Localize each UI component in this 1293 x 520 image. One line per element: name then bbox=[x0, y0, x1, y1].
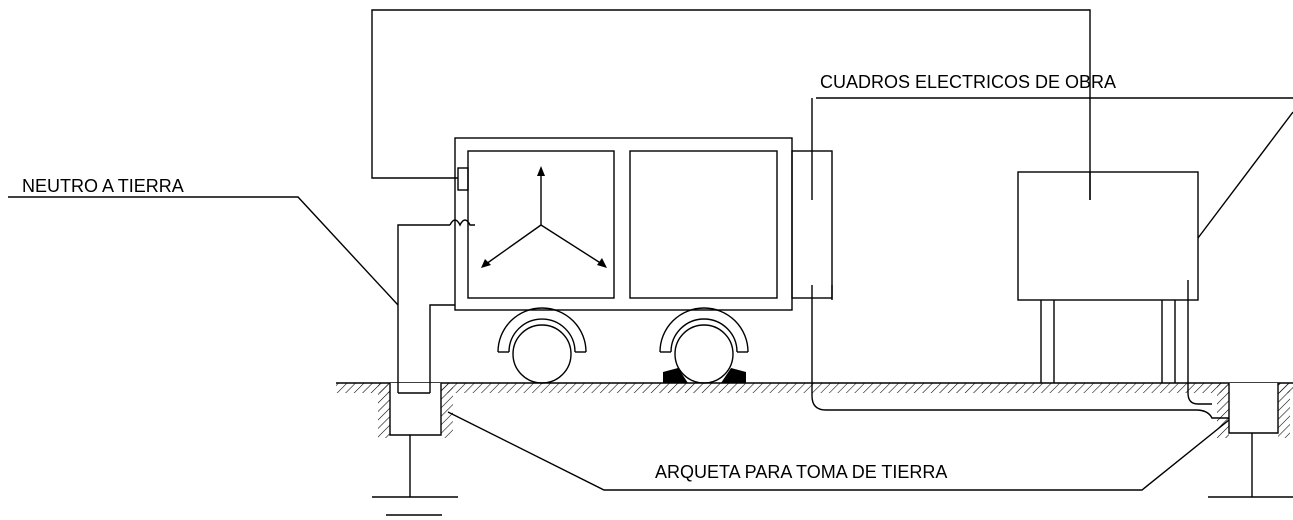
leader-arqueta bbox=[447, 411, 1230, 491]
leader-neutro bbox=[8, 196, 399, 306]
left-earthing-pit bbox=[372, 383, 458, 516]
right-earthing-pit bbox=[1208, 383, 1293, 498]
label-arqueta: ARQUETA PARA TOMA DE TIERRA bbox=[655, 462, 947, 482]
ground-hatching bbox=[336, 383, 1293, 393]
label-cuadros-electricos: CUADROS ELECTRICOS DE OBRA bbox=[820, 72, 1116, 92]
neutral-terminal bbox=[457, 167, 469, 191]
earth-pipe bbox=[397, 219, 475, 394]
left-pit-wall-left bbox=[378, 383, 390, 438]
wheel-chock-front bbox=[663, 368, 688, 383]
label-neutro-a-tierra: NEUTRO A TIERRA bbox=[22, 176, 184, 196]
front-wheel bbox=[497, 307, 587, 384]
underground-earth-cable bbox=[811, 280, 1229, 419]
generator-engine-panel bbox=[629, 150, 778, 299]
right-pit-opening bbox=[1229, 383, 1278, 393]
ground bbox=[336, 382, 1293, 393]
right-pit-wall-right bbox=[1278, 383, 1290, 438]
rear-wheel bbox=[659, 307, 749, 384]
right-pit-wall-left bbox=[1217, 383, 1229, 438]
neutral-top-conductor bbox=[371, 9, 1091, 200]
left-pit-mask bbox=[378, 438, 453, 448]
wheel-chock-rear bbox=[721, 368, 746, 383]
left-pit-wall-right bbox=[441, 383, 453, 438]
star-connection-icon bbox=[481, 166, 607, 268]
left-pit-opening bbox=[390, 383, 441, 393]
left-pit-outline bbox=[389, 383, 442, 436]
site-electrical-panel bbox=[1017, 171, 1199, 383]
generator bbox=[454, 137, 833, 384]
leader-cuadros-to-panel bbox=[1197, 111, 1293, 239]
generator-housing bbox=[454, 137, 793, 311]
panel-box bbox=[1017, 171, 1199, 301]
generator-alternator-panel bbox=[467, 150, 615, 299]
right-pit-outline bbox=[1228, 383, 1279, 434]
